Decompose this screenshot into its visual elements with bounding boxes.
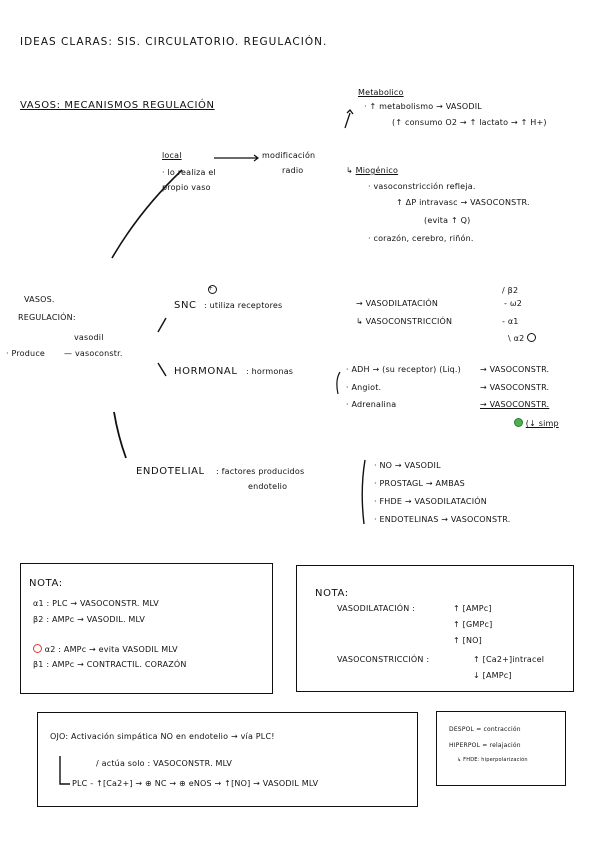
metabolico-label: Metabolico (358, 88, 404, 97)
endotelial-desc2: endotelio (248, 482, 288, 491)
left-summary-line5: — vasoconstr. (64, 349, 123, 358)
hormonal-row-3-left: · Adrenalina (346, 400, 397, 409)
nota1-title: NOTA: (29, 578, 63, 589)
snc-sign (208, 285, 217, 296)
left-summary-line2: REGULACIÓN: (18, 313, 76, 322)
metabolico-line2: (↑ consumo O2 → ↑ lactato → ↑ H+) (392, 118, 547, 127)
hormonal-label: HORMONAL (174, 366, 238, 377)
hormonal-note-text: (↓ simp (525, 419, 559, 428)
snc-vasodil-row: → VASODILATACIÓN (356, 299, 439, 308)
hormonal-row-2-left: · Angiot. (346, 383, 382, 392)
left-summary-line3: vasodil (74, 333, 104, 342)
page-title: IDEAS CLARAS: SIS. CIRCULATORIO. REGULAC… (20, 36, 328, 48)
snc-sign-text: + (207, 285, 214, 292)
nota2-title: NOTA: (315, 588, 349, 599)
endotelial-row-4: · ENDOTELINAS → VASOCONSTR. (374, 515, 511, 524)
plus-circle-icon (527, 333, 537, 342)
nota2-row1-val-1: ↑ [AMPc] (453, 604, 492, 613)
local-arrow-target: modificación (262, 151, 316, 160)
snc-vasodil-top: / β2 (502, 286, 519, 295)
plus-circle-icon (208, 285, 217, 294)
endotelial-desc1: : factores producidos (216, 467, 305, 476)
miogenico-label-text: Miogénico (355, 166, 399, 175)
endotelial-row-3: · FHDE → VASODILATACIÓN (374, 497, 487, 506)
hormonal-row-2-right: → VASOCONSTR. (480, 383, 550, 392)
snc-vasocons-bottom-text: \ α2 (508, 334, 525, 343)
nota2-row1-label: VASODILATACIÓN : (337, 604, 416, 613)
ojo-box: OJO: Activación simpática NO en endoteli… (37, 712, 418, 807)
left-summary-line5-text: vasoconstr. (74, 349, 123, 358)
ojo-line1: OJO: Activación simpática NO en endoteli… (50, 732, 275, 741)
metabolico-line1: · ↑ metabolismo → VASODIL (364, 102, 482, 111)
snc-desc: : utiliza receptores (204, 301, 283, 310)
snc-vasodil: VASODILATACIÓN (365, 299, 439, 308)
local-desc2: propio vaso (162, 183, 211, 192)
snc-vasocons-row: ↳ VASOCONSTRICCIÓN (356, 317, 453, 326)
hormonal-note: (↓ simp (514, 418, 559, 429)
section-heading-text: VASOS: MECANISMOS REGULACIÓN (20, 100, 215, 111)
local-desc1: · lo realiza el (162, 168, 216, 177)
endotelial-label: ENDOTELIAL (136, 466, 205, 477)
nota2-row1-val-3: ↑ [NO] (453, 636, 482, 645)
endotelial-row-2: · PROSTAGL → AMBAS (374, 479, 465, 488)
local-arrow-target2: radio (282, 166, 304, 175)
nota1-row-2: β2 : AMPc → VASODIL. MLV (33, 615, 145, 624)
snc-vasocons-bottom: \ α2 (508, 333, 537, 344)
snc-vasodil-recv: - ω2 (504, 299, 523, 308)
miogenico-line3: (evita ↑ Q) (424, 216, 471, 225)
nota-box-2: NOTA: VASODILATACIÓN : ↑ [AMPc] ↑ [GMPc]… (296, 565, 574, 692)
nota1-row-1: α1 : PLC → VASOCONSTR. MLV (33, 599, 159, 608)
small-box: DESPOL = contracción HIPERPOL = relajaci… (436, 711, 566, 786)
snc-vasocons: VASOCONSTRICCIÓN (365, 317, 453, 326)
small-box-row-3: ↳ FHDE: hiperpolarización (457, 757, 528, 763)
endotelial-row-1: · NO → VASODIL (374, 461, 441, 470)
hormonal-desc: : hormonas (246, 367, 294, 376)
plus-circle-icon (514, 418, 523, 427)
nota2-row2-val-1: ↑ [Ca2+]intracel (473, 655, 545, 664)
hormonal-row-3-right: → VASOCONSTR. (480, 400, 550, 409)
ojo-branch-bottom: PLC - ↑[Ca2+] → ⊕ NC → ⊕ eNOS → ↑[NO] → … (72, 779, 319, 788)
nota2-row1-val-2: ↑ [GMPc] (453, 620, 493, 629)
local-label: local (162, 151, 182, 160)
nota2-row2-val-2: ↓ [AMPc] (473, 671, 512, 680)
left-summary-line4: · Produce (6, 349, 46, 358)
nota2-row2-label: VASOCONSTRICCIÓN : (337, 655, 430, 664)
nota1-row-3: α2 : AMPc → evita VASODIL MLV (44, 645, 178, 654)
nota1-row-4: β1 : AMPc → CONTRACTIL. CORAZÓN (33, 660, 187, 669)
minus-circle-icon (33, 644, 42, 653)
ojo-branch-top: / actúa solo : VASOCONSTR. MLV (96, 759, 233, 768)
miogenico-line4: · corazón, cerebro, riñón. (368, 234, 474, 243)
miogenico-line1: · vasoconstricción refleja. (368, 182, 476, 191)
snc-vasocons-recv: - α1 (502, 317, 519, 326)
miogenico-label: ↳ Miogénico (346, 166, 399, 175)
nota1-row-3-wrap: α2 : AMPc → evita VASODIL MLV (33, 644, 178, 655)
small-box-row-2: HIPERPOL = relajación (449, 742, 521, 749)
hormonal-row-1-right: → VASOCONSTR. (480, 365, 550, 374)
left-summary-line1: VASOS. (24, 295, 55, 304)
small-box-row-1: DESPOL = contracción (449, 726, 521, 733)
section-heading: VASOS: MECANISMOS REGULACIÓN (20, 100, 215, 111)
nota-box-1: NOTA: α1 : PLC → VASOCONSTR. MLV β2 : AM… (20, 563, 273, 694)
miogenico-line2: ↑ ΔP intravasc → VASOCONSTR. (396, 198, 530, 207)
snc-label: SNC (174, 300, 197, 311)
hormonal-row-1-left: · ADH → (su receptor) (Liq.) (346, 365, 461, 374)
